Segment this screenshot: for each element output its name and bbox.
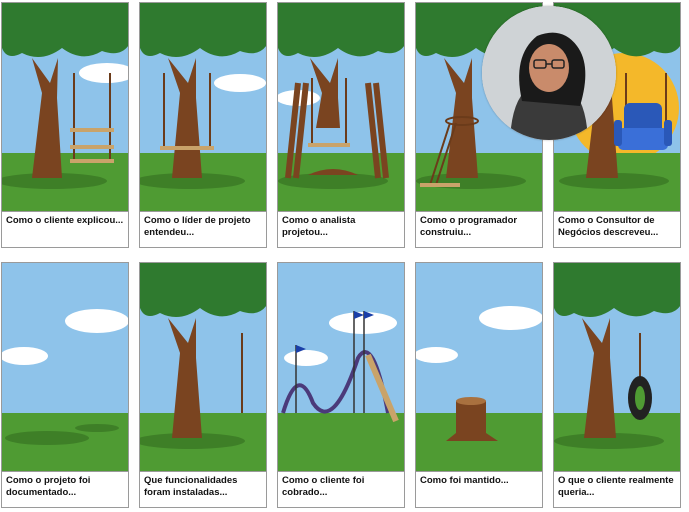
panel-7-caption: Que funcionalidades foram instaladas... bbox=[139, 472, 267, 508]
panel-1-illustration bbox=[1, 2, 129, 212]
panel-5-caption: Como o Consultor de Negócios descreveu..… bbox=[553, 212, 681, 248]
webcam-overlay bbox=[482, 6, 616, 140]
comic-panel-10: O que o cliente realmente queria... bbox=[553, 262, 681, 508]
panel-7-illustration bbox=[139, 262, 267, 472]
comic-panel-8: Como o cliente foi cobrado... bbox=[277, 262, 405, 508]
panel-9-caption: Como foi mantido... bbox=[415, 472, 543, 508]
comic-panel-7: Que funcionalidades foram instaladas... bbox=[139, 262, 267, 508]
panel-10-caption: O que o cliente realmente queria... bbox=[553, 472, 681, 508]
comic-panel-9: Como foi mantido... bbox=[415, 262, 543, 508]
comic-panel-3: Como o analista projetou... bbox=[277, 2, 405, 248]
panel-8-caption: Como o cliente foi cobrado... bbox=[277, 472, 405, 508]
panel-3-caption: Como o analista projetou... bbox=[277, 212, 405, 248]
panel-10-illustration bbox=[553, 262, 681, 472]
presenter-video-icon bbox=[482, 6, 616, 140]
panel-9-illustration bbox=[415, 262, 543, 472]
comic-panel-2: Como o líder de projeto entendeu... bbox=[139, 2, 267, 248]
panel-8-illustration bbox=[277, 262, 405, 472]
panel-4-caption: Como o programador construiu... bbox=[415, 212, 543, 248]
comic-panel-6: Como o projeto foi documentado... bbox=[1, 262, 129, 508]
panel-6-caption: Como o projeto foi documentado... bbox=[1, 472, 129, 508]
panel-2-caption: Como o líder de projeto entendeu... bbox=[139, 212, 267, 248]
panel-1-caption: Como o cliente explicou... bbox=[1, 212, 129, 248]
comic-panel-1: Como o cliente explicou... bbox=[1, 2, 129, 248]
panel-6-illustration bbox=[1, 262, 129, 472]
panel-2-illustration bbox=[139, 2, 267, 212]
panel-3-illustration bbox=[277, 2, 405, 212]
